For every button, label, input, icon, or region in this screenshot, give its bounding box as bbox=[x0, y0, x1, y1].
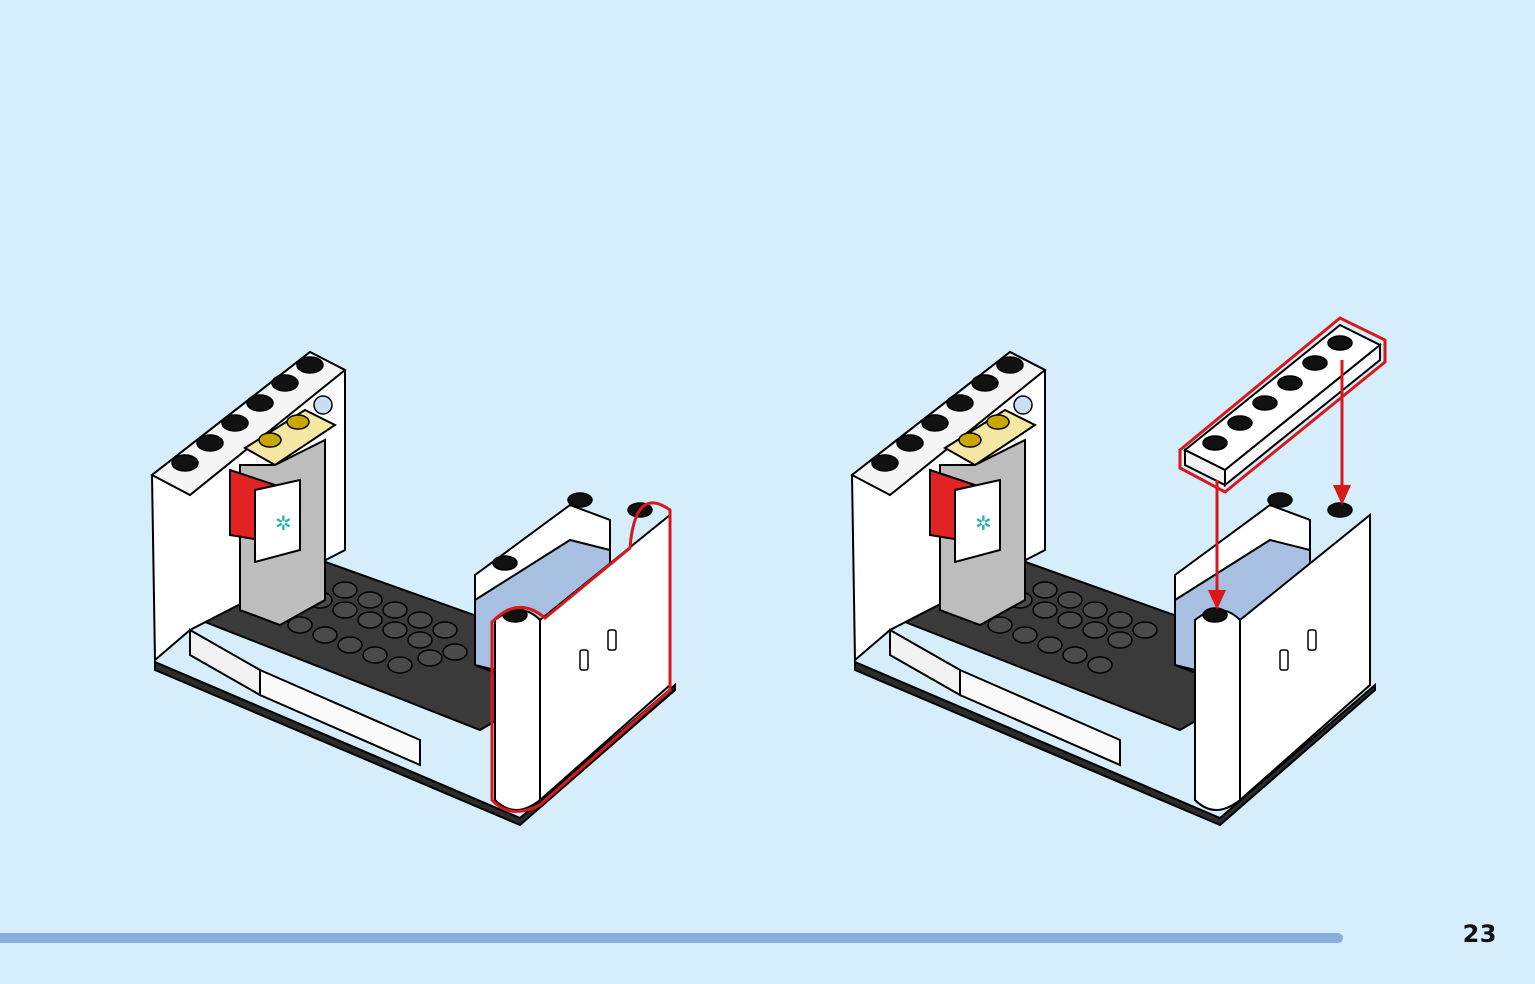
right-stud-2-a bbox=[567, 492, 593, 508]
glass-stud-b bbox=[1013, 395, 1033, 415]
right-stud-b bbox=[1267, 492, 1293, 508]
wall-studs-b bbox=[871, 356, 1024, 472]
baseplate-b bbox=[854, 660, 1376, 827]
glass-stud-a bbox=[313, 395, 333, 415]
yellow-stud-3 bbox=[958, 432, 982, 448]
curved-wall-a bbox=[494, 609, 541, 811]
plate-callout-outline bbox=[1178, 316, 1387, 494]
medical-cabinet-a bbox=[254, 478, 301, 564]
progress-bar bbox=[0, 933, 1436, 943]
bench-front-b bbox=[959, 668, 1121, 767]
handle-2-a bbox=[607, 629, 617, 651]
handle-1-a bbox=[579, 649, 589, 671]
subassembly-a: ✲ bbox=[150, 350, 676, 827]
yellow-brick-b bbox=[943, 408, 1037, 467]
handle-1-b bbox=[1279, 649, 1289, 671]
curved-wall-body-b bbox=[1239, 512, 1371, 803]
curved-stud-2-b bbox=[1327, 502, 1353, 518]
medical-cross-icon: ✲ bbox=[275, 511, 292, 535]
floor-studs-a bbox=[287, 581, 468, 674]
medical-cabinet-b bbox=[954, 478, 1001, 564]
page-number: 23 bbox=[1462, 920, 1497, 948]
right-stud-1-a bbox=[492, 555, 518, 571]
yellow-brick-a bbox=[243, 408, 337, 467]
floor-studs-b bbox=[987, 581, 1158, 674]
add-plate-step-illustration: ✲ bbox=[850, 316, 1387, 827]
curved-stud-1-b bbox=[1202, 607, 1228, 623]
progress-fill bbox=[0, 933, 1343, 943]
handle-2-b bbox=[1307, 629, 1317, 651]
baseplate-a bbox=[154, 660, 676, 827]
arrows bbox=[1208, 360, 1351, 610]
assembled-subassembly-illustration: ✲ bbox=[150, 350, 676, 827]
yellow-stud-2 bbox=[286, 414, 310, 430]
floating-plate bbox=[1178, 316, 1387, 494]
subassembly-b: ✲ bbox=[850, 316, 1387, 827]
curved-wall-b bbox=[1194, 609, 1241, 811]
medical-cross-icon: ✲ bbox=[975, 511, 992, 535]
yellow-stud-4 bbox=[986, 414, 1010, 430]
yellow-stud-1 bbox=[258, 432, 282, 448]
wall-studs-a bbox=[171, 356, 324, 472]
bench-front-a bbox=[259, 668, 421, 767]
callout-outline-a bbox=[490, 501, 672, 813]
